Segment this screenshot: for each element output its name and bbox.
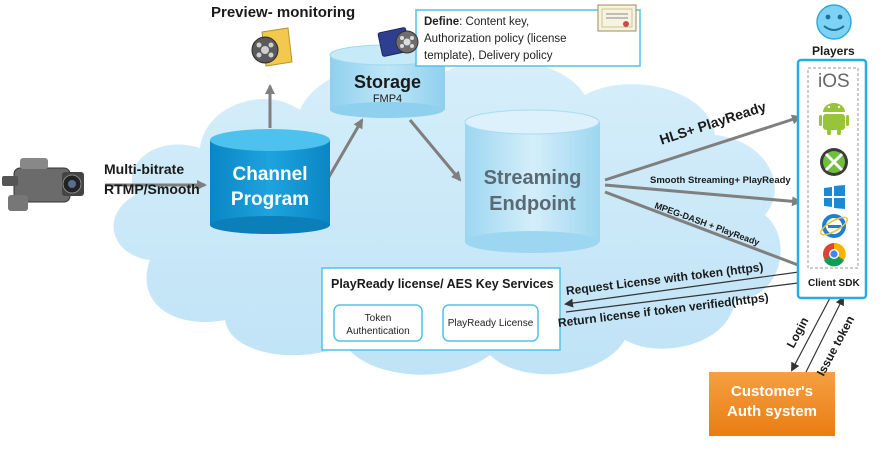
ie-icon — [820, 214, 848, 238]
license-title: PlayReady license/ AES Key Services — [331, 277, 554, 291]
define-line2: Authorization policy (license — [424, 33, 567, 45]
preview-title: Preview- monitoring — [211, 4, 356, 21]
streaming-label: Streaming Endpoint — [465, 165, 600, 217]
token-line1: Token — [364, 313, 392, 324]
auth-label: Customer's Auth system — [709, 382, 835, 422]
input-label-2: RTMP/Smooth — [104, 181, 200, 197]
define-bold: Define — [424, 16, 460, 28]
channel-cylinder — [210, 129, 330, 234]
streaming-line2: Endpoint — [489, 193, 576, 215]
storage-title: Storage — [353, 72, 422, 92]
define-text: Define: Content key, Authorization polic… — [424, 14, 599, 65]
storage-sub: FMP4 — [372, 93, 403, 105]
input-label-1: Multi-bitrate — [104, 161, 185, 177]
android-icon — [819, 103, 849, 135]
video-camera-icon — [2, 158, 84, 211]
channel-line1: Channel — [232, 164, 308, 185]
chrome-icon — [823, 242, 846, 267]
windows-icon — [824, 185, 845, 209]
storage-label: Storage FMP4 — [330, 72, 445, 105]
streaming-cylinder — [464, 109, 600, 253]
channel-label: Channel Program — [210, 162, 330, 212]
client-sdk-label: Client SDK — [808, 278, 860, 289]
token-line2: Authentication — [346, 326, 410, 337]
channel-line2: Program — [230, 189, 310, 210]
streaming-line1: Streaming — [483, 167, 582, 189]
token-auth-label: Token Authentication — [334, 312, 422, 338]
ios-label: iOS — [818, 71, 850, 92]
license-box — [321, 267, 561, 351]
smiley-face-icon — [816, 4, 852, 40]
certificate-icon — [597, 4, 637, 32]
define-line3: template), Delivery policy — [424, 50, 553, 62]
playready-license-label: PlayReady License — [447, 318, 534, 329]
smooth-label: Smooth Streaming+ PlayReady — [650, 175, 791, 186]
flow-arrows — [105, 84, 844, 373]
film-reel-folder-icon — [251, 27, 293, 67]
define-rest: : Content key, — [459, 16, 530, 28]
auth-box — [709, 372, 835, 436]
auth-line1: Customer's — [731, 383, 813, 400]
media-film-icon — [377, 27, 419, 57]
players-title: Players — [812, 44, 855, 58]
auth-line2: Auth system — [726, 403, 818, 420]
define-box — [415, 4, 641, 67]
xbox-icon — [820, 148, 848, 176]
